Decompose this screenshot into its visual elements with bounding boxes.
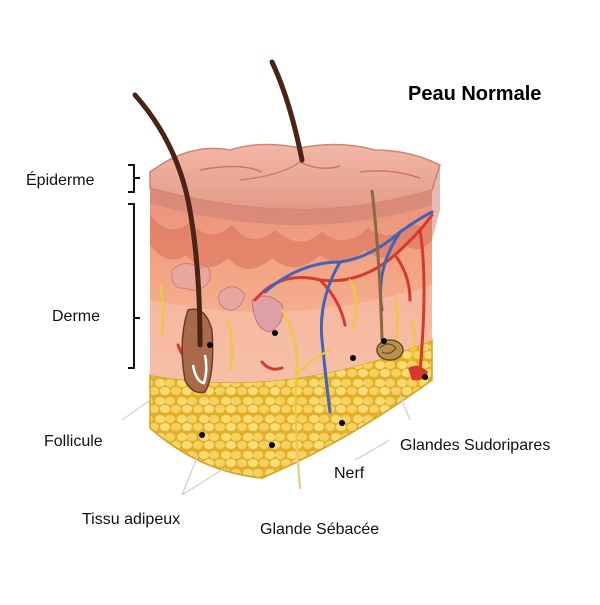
dermis-layer	[150, 188, 432, 383]
derme-bracket	[128, 203, 140, 369]
label-epiderme: Épiderme	[26, 172, 95, 189]
label-follicule: Follicule	[44, 433, 103, 450]
label-glandes-sudoripares: Glandes Sudoripares	[400, 437, 551, 454]
label-glande-sebacee: Glande Sébacée	[260, 521, 380, 538]
hair-left	[132, 92, 203, 348]
hair-follicle	[181, 308, 214, 394]
pointer-lines	[121, 394, 411, 496]
epidermis-layer	[149, 143, 441, 226]
diagram-title: Peau Normale	[408, 83, 542, 105]
label-derme: Derme	[52, 308, 101, 325]
hair-center	[269, 59, 305, 163]
epiderme-bracket	[128, 164, 140, 193]
marker-dots	[199, 330, 428, 448]
sebaceous-glands	[171, 263, 284, 333]
label-tissu-adipeux: Tissu adipeux	[82, 511, 181, 528]
label-nerf: Nerf	[334, 465, 365, 482]
hair-right	[370, 189, 384, 341]
